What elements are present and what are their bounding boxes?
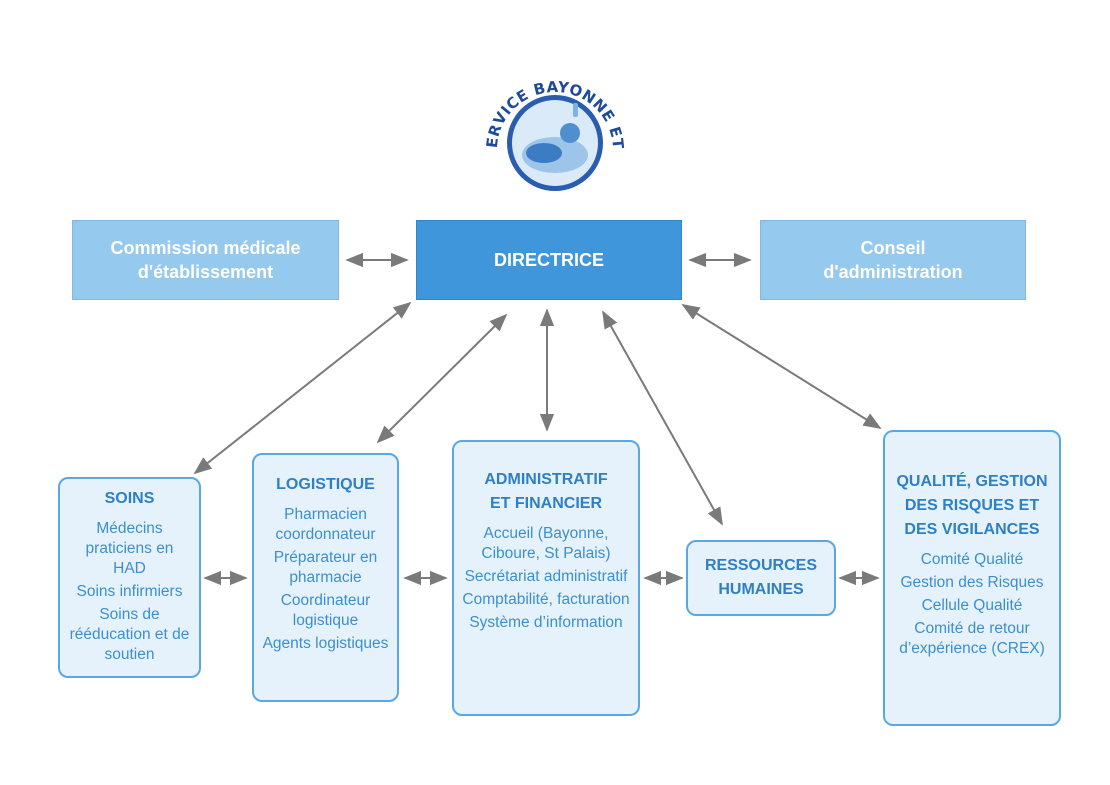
- administratif-financier-box: ADMINISTRATIF ET FINANCIER Accueil (Bayo…: [452, 440, 640, 716]
- directrice-label: DIRECTRICE: [493, 250, 604, 270]
- qualite-item: Comité de retour d’expérience (CREX): [899, 620, 1045, 657]
- arrow-directrice-qualite: [681, 304, 882, 429]
- directrice-box: DIRECTRICE: [416, 220, 682, 300]
- soins-item: Soins de rééducation et de soutien: [69, 606, 190, 663]
- santé-service-logo: SANTÉ SERVICE BAYONNE ET RÉGION: [470, 55, 627, 191]
- arrow-directrice-rh: [602, 310, 723, 526]
- qualite-item: Cellule Qualité: [921, 597, 1023, 614]
- admin-item: Secrétariat administratif: [464, 568, 628, 585]
- soins-item: Soins infirmiers: [76, 583, 183, 600]
- ressources-humaines-box: RESSOURCES HUMAINES: [686, 540, 836, 616]
- logistique-box: LOGISTIQUE Pharmacien coordonnateur Prép…: [252, 453, 399, 702]
- commission-line1: Commission médicale: [110, 238, 301, 258]
- conseil-line1: Conseil: [860, 238, 926, 258]
- logistique-item: Coordinateur logistique: [280, 592, 371, 629]
- logistique-item: Pharmacien coordonnateur: [275, 506, 376, 543]
- qualite-title-line3: DES VIGILANCES: [904, 521, 1040, 538]
- rh-title-line2: HUMAINES: [718, 581, 804, 598]
- admin-item: Comptabilité, facturation: [462, 591, 630, 608]
- commission-medicale-box: Commission médicale d'établissement: [72, 220, 339, 300]
- qualite-title-line2: DES RISQUES ET: [904, 497, 1040, 514]
- logistique-item: Agents logistiques: [262, 635, 389, 652]
- qualite-gestion-risques-box: QUALITÉ, GESTION DES RISQUES ET DES VIGI…: [883, 430, 1061, 726]
- soins-title: SOINS: [104, 490, 155, 507]
- conseil-administration-box: Conseil d'administration: [760, 220, 1026, 300]
- admin-item: Accueil (Bayonne, Ciboure, St Palais): [481, 525, 611, 562]
- logistique-title: LOGISTIQUE: [276, 476, 375, 493]
- soins-item: Médecins praticiens en HAD: [85, 520, 174, 577]
- commission-line2: d'établissement: [137, 262, 274, 282]
- qualite-title-line1: QUALITÉ, GESTION: [896, 473, 1048, 490]
- logistique-item: Préparateur en pharmacie: [273, 549, 378, 586]
- conseil-line2: d'administration: [823, 262, 963, 282]
- arrow-directrice-logistique: [376, 313, 508, 444]
- qualite-item: Gestion des Risques: [900, 574, 1044, 591]
- soins-box: SOINS Médecins praticiens en HAD Soins i…: [58, 477, 201, 678]
- admin-title-line2: ET FINANCIER: [490, 495, 602, 512]
- qualite-item: Comité Qualité: [920, 551, 1024, 568]
- admin-item: Système d’information: [469, 614, 623, 631]
- rh-title-line1: RESSOURCES: [704, 557, 818, 574]
- arrow-directrice-soins: [193, 301, 412, 475]
- admin-title-line1: ADMINISTRATIF: [484, 471, 608, 488]
